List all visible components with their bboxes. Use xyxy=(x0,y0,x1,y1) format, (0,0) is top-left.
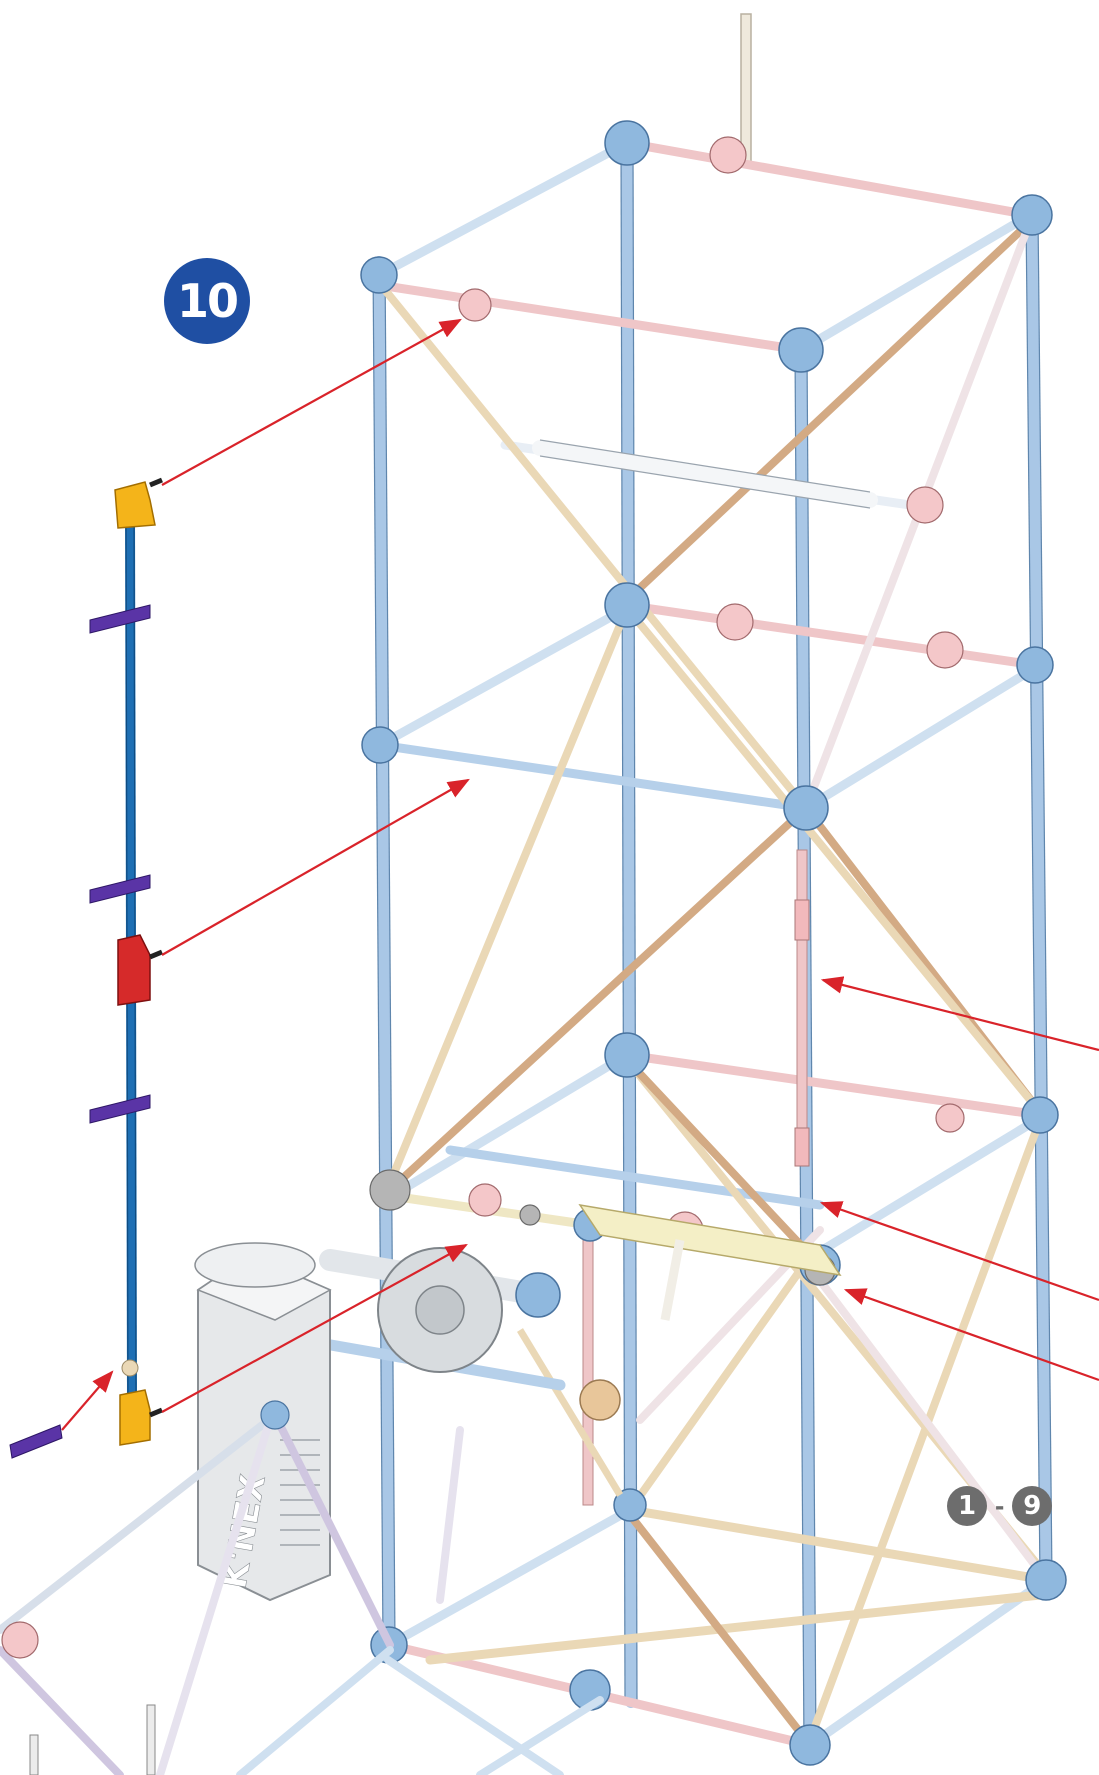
connector-icon xyxy=(709,136,747,174)
connector-icon xyxy=(1021,1096,1059,1134)
assembly-arrow xyxy=(161,778,470,956)
crank-bracket xyxy=(517,1203,842,1497)
connector-icon xyxy=(369,1169,411,1211)
yellow-end-connector-bottom xyxy=(119,1389,163,1446)
connector-icon xyxy=(1,1621,39,1659)
range-from: 1 xyxy=(947,1486,987,1526)
yellow-end-connector-top xyxy=(114,477,163,529)
assembly-arrow xyxy=(61,1370,114,1431)
gear-assembly xyxy=(239,1247,621,1421)
connector-icon xyxy=(935,1103,965,1133)
range-to: 9 xyxy=(1012,1486,1053,1526)
connector-icon xyxy=(604,582,650,628)
connector-icon xyxy=(783,785,829,831)
connector-icon xyxy=(926,631,964,669)
pink-vertical-rod xyxy=(582,849,810,1506)
assembly-arrows xyxy=(61,318,1099,1431)
assembly-arrow xyxy=(843,1288,1099,1382)
tower-verticals xyxy=(373,137,1052,1756)
assembly-arrow xyxy=(161,1243,468,1413)
loose-purple-spacer xyxy=(9,1424,63,1459)
sub-assembly xyxy=(9,477,163,1459)
tower-vertical-edges xyxy=(372,142,1053,1751)
white-tube xyxy=(532,439,878,509)
connector-icon xyxy=(1025,1559,1067,1601)
assembly-arrow xyxy=(819,1201,1099,1302)
tan-clip xyxy=(121,1359,139,1377)
step-number-badge: 10 xyxy=(164,258,250,344)
connector-icon xyxy=(260,1400,290,1430)
red-connector xyxy=(117,934,163,1006)
assembly-arrow xyxy=(161,318,462,486)
connector-icon xyxy=(716,603,754,641)
connector-icon xyxy=(613,1488,647,1522)
top-pole xyxy=(740,13,752,165)
assembly-arrow xyxy=(820,976,1099,1052)
base-posts xyxy=(29,1704,156,1775)
base-rods xyxy=(0,1411,604,1775)
purple-spacer xyxy=(89,604,151,1124)
connector-icon xyxy=(906,486,944,524)
connector-icon xyxy=(468,1183,502,1217)
connector-icon xyxy=(778,327,824,373)
connector-icon xyxy=(789,1724,831,1766)
tower-horizontals xyxy=(374,138,1051,1750)
connector-icon xyxy=(458,288,492,322)
connector-icon xyxy=(1011,194,1053,236)
connector-icon xyxy=(1016,646,1054,684)
connector-icon xyxy=(360,256,398,294)
tower-diagonals xyxy=(381,218,1050,1749)
connector-icon xyxy=(604,1032,650,1078)
connector-icon xyxy=(604,120,650,166)
page-range-badge: 1 - 9 xyxy=(947,1486,1053,1526)
base-connectors xyxy=(1,1400,290,1659)
connector-icon xyxy=(519,1204,541,1226)
range-separator: - xyxy=(995,1490,1005,1521)
connector-icon xyxy=(361,726,399,764)
